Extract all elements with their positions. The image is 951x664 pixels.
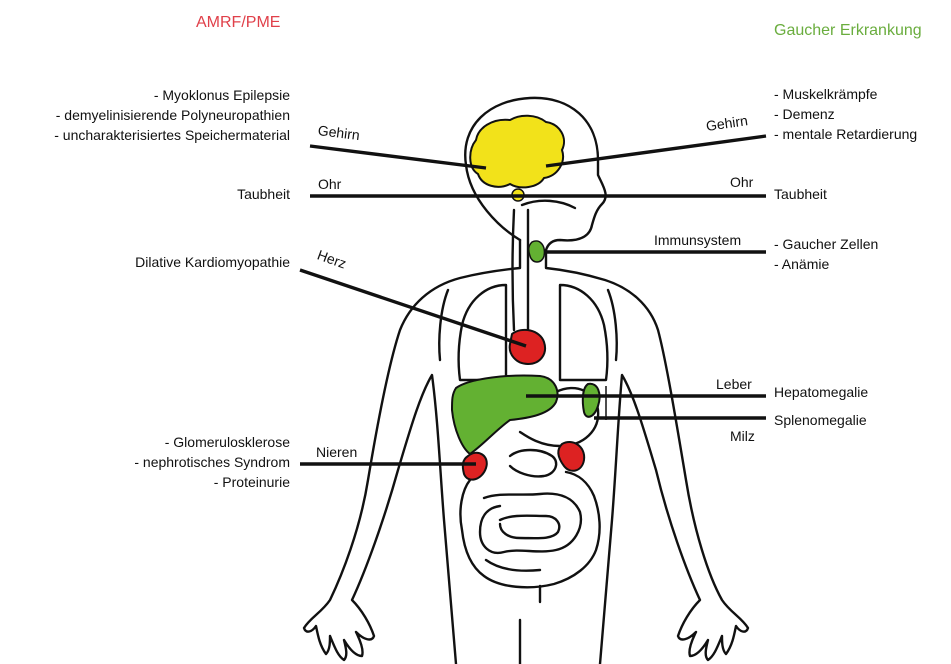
label-spleen: Milz	[730, 428, 755, 444]
amrf-ear-symptom: Taubheit	[237, 184, 290, 204]
gaucher-brain-symptoms: - Muskelkrämpfe - Demenz - mentale Retar…	[774, 84, 917, 144]
amrf-brain-symptoms: - Myoklonus Epilepsie - demyelinisierend…	[54, 85, 290, 145]
symptom-item: - demyelinisierende Polyneuropathien	[54, 105, 290, 125]
symptom-item: - mentale Retardierung	[774, 124, 917, 144]
amrf-kidney-symptoms: - Glomerulosklerose - nephrotisches Synd…	[134, 432, 290, 492]
symptom-item: - Myoklonus Epilepsie	[54, 85, 290, 105]
brain-organ	[470, 116, 564, 188]
gaucher-spleen-symptom: Splenomegalie	[774, 410, 867, 430]
label-immune: Immunsystem	[654, 232, 741, 248]
amrf-header: AMRF/PME	[196, 14, 280, 32]
gaucher-header: Gaucher Erkrankung	[774, 22, 922, 40]
symptom-item: - Muskelkrämpfe	[774, 84, 917, 104]
symptom-item: - uncharakterisiertes Speichermaterial	[54, 125, 290, 145]
kidney-right-organ	[558, 442, 584, 471]
label-liver: Leber	[716, 376, 752, 392]
leader-brain-right	[546, 136, 766, 166]
leader-brain-left	[310, 146, 486, 168]
gaucher-liver-symptom: Hepatomegalie	[774, 382, 868, 402]
symptom-item: - Glomerulosklerose	[134, 432, 290, 452]
kidney-left-organ	[463, 453, 487, 480]
amrf-heart-symptom: Dilative Kardiomyopathie	[135, 252, 290, 272]
symptom-item: - Anämie	[774, 254, 878, 274]
symptom-item: - nephrotisches Syndrom	[134, 452, 290, 472]
symptom-item: - Demenz	[774, 104, 917, 124]
label-kidney: Nieren	[316, 444, 357, 460]
leader-heart	[300, 270, 526, 346]
label-ear-left: Ohr	[318, 176, 341, 192]
symptom-item: - Gaucher Zellen	[774, 234, 878, 254]
label-ear-right: Ohr	[730, 174, 753, 190]
gaucher-ear-symptom: Taubheit	[774, 184, 827, 204]
symptom-item: - Proteinurie	[134, 472, 290, 492]
gaucher-immune-symptoms: - Gaucher Zellen - Anämie	[774, 234, 878, 274]
thymus-organ	[529, 241, 545, 262]
heart-organ	[510, 330, 545, 364]
